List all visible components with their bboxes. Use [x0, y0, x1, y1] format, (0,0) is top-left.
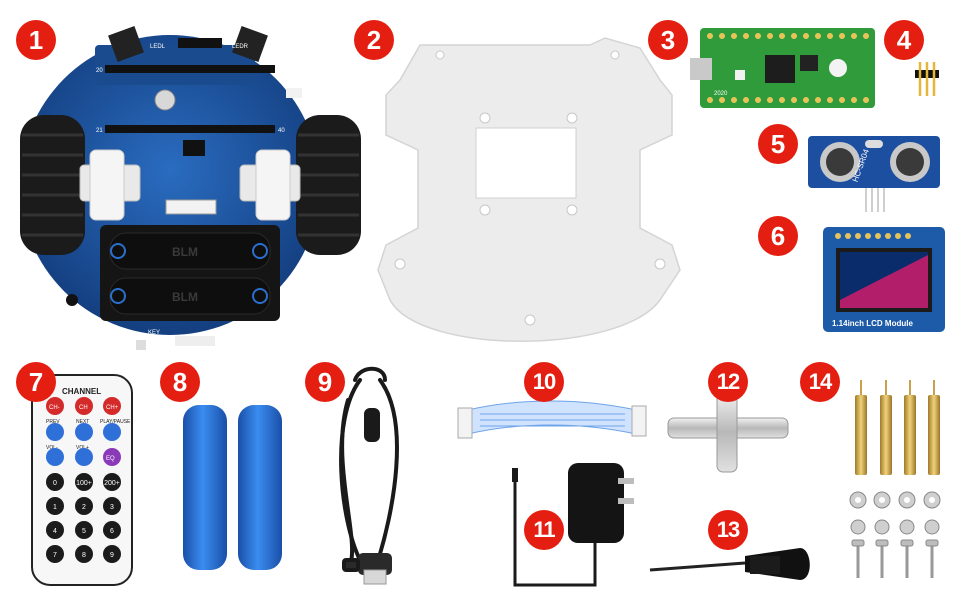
- remote-label-prev: PREV: [46, 419, 60, 425]
- remote-btn-7: 7: [53, 552, 57, 559]
- badge-9: 9: [305, 362, 345, 402]
- pin-header: [915, 62, 939, 96]
- badge-12: 12: [708, 362, 748, 402]
- robot-label-ledl: LEDL: [150, 44, 166, 50]
- badge-13: 13: [708, 510, 748, 550]
- lithium-batteries: [183, 405, 282, 570]
- remote-btn-3: 3: [110, 504, 114, 511]
- acrylic-plate: [377, 37, 681, 342]
- badge-5: 5: [758, 124, 798, 164]
- remote-label-play: PLAY/PAUSE: [100, 419, 131, 425]
- standoffs-and-screws: [849, 380, 941, 578]
- remote-title: CHANNEL: [62, 387, 101, 396]
- remote-btn-200: 200+: [104, 480, 120, 487]
- robot-label-warning: Warning: [300, 288, 322, 294]
- remote-row1: CH- CH CH+: [46, 397, 121, 415]
- badge-8: 8: [160, 362, 200, 402]
- badge-1: 1: [16, 20, 56, 60]
- remote-btn-4: 4: [53, 528, 57, 535]
- pico-year: 2020: [714, 91, 728, 97]
- remote-btn-8: 8: [82, 552, 86, 559]
- pico-board: 2020: [690, 28, 875, 108]
- remote-btn-2: 2: [82, 504, 86, 511]
- battery-brand-1: BLM: [172, 245, 198, 259]
- robot-label-ledr: LEDR: [232, 44, 249, 50]
- robot-base: LEDL LEDR 20 21 40 BLM B: [20, 26, 361, 350]
- remote-btn-ch: CH: [79, 405, 88, 411]
- ir-remote: CHANNEL CH- CH CH+ PREV NEXT PLAY/PAUSE …: [31, 374, 133, 586]
- remote-btn-100: 100+: [76, 480, 92, 487]
- remote-label-next: NEXT: [76, 419, 89, 425]
- remote-btn-eq: EQ: [106, 456, 115, 462]
- cross-wrench: [667, 391, 789, 473]
- remote-label-vol-plus: VOL+: [76, 445, 89, 451]
- remote-btn-5: 5: [82, 528, 86, 535]
- ultrasonic-sensor: HC-SR04: [808, 136, 940, 212]
- robot-label-pwr: PWR: [232, 330, 247, 336]
- remote-label-vol-minus: VOL-: [46, 445, 58, 451]
- badge-11: 11: [524, 510, 564, 550]
- badge-3: 3: [648, 20, 688, 60]
- badge-10: 10: [524, 362, 564, 402]
- remote-btn-1: 1: [53, 504, 57, 511]
- remote-btn-6: 6: [110, 528, 114, 535]
- robot-pin-20: 20: [96, 68, 103, 74]
- screwdriver: [649, 548, 810, 580]
- badge-4: 4: [884, 20, 924, 60]
- remote-btn-9: 9: [110, 552, 114, 559]
- badge-2: 2: [354, 20, 394, 60]
- usb-cable: [339, 366, 399, 585]
- robot-label-key: KEY: [148, 330, 160, 336]
- robot-pin-40: 40: [278, 128, 285, 134]
- badge-14: 14: [800, 362, 840, 402]
- ribbon-cable: [457, 400, 647, 439]
- badge-6: 6: [758, 216, 798, 256]
- power-adapter: [512, 463, 634, 587]
- robot-pin-21: 21: [96, 128, 103, 134]
- remote-btn-ch-minus: CH-: [49, 405, 60, 411]
- remote-btn-0: 0: [53, 480, 57, 487]
- battery-brand-2: BLM: [172, 290, 198, 304]
- remote-btn-ch-plus: CH+: [106, 405, 119, 411]
- lcd-module: 1.14inch LCD Module: [823, 227, 945, 332]
- lcd-label: 1.14inch LCD Module: [832, 319, 913, 328]
- badge-7: 7: [16, 362, 56, 402]
